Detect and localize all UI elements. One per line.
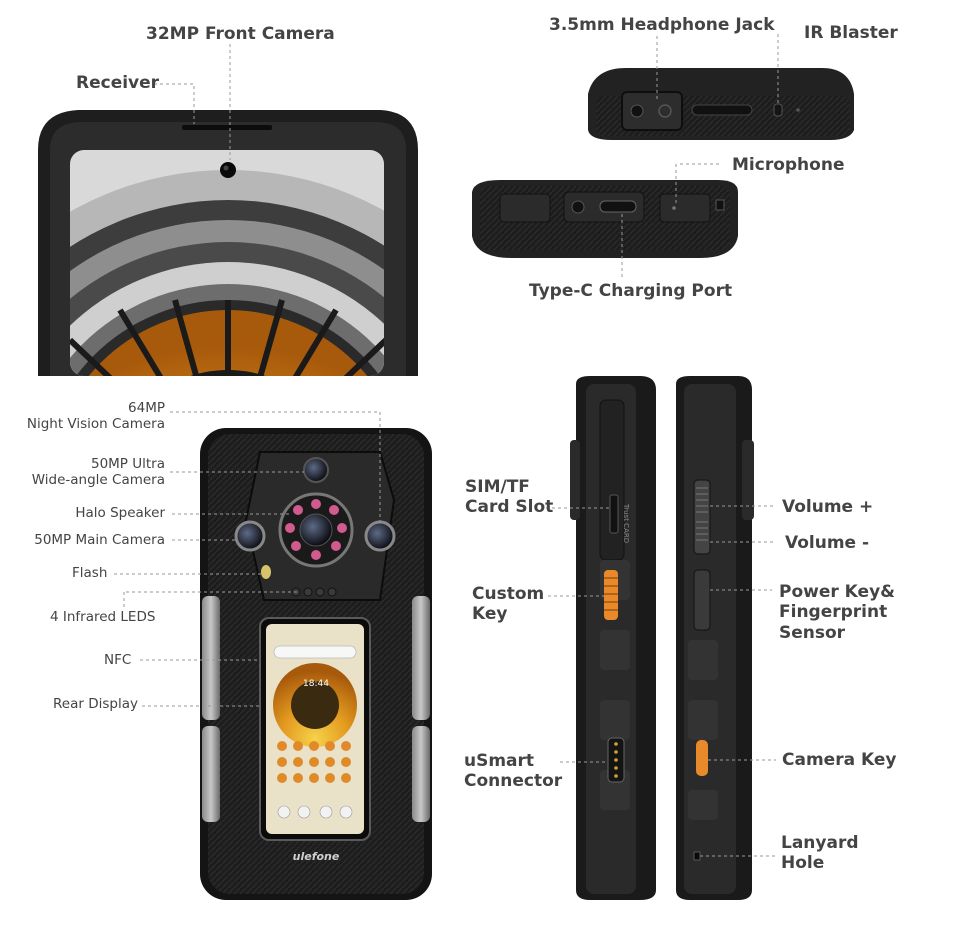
second-lens (364, 520, 396, 552)
label-usmart-connector: uSmart Connector (464, 751, 563, 792)
side-view-right (676, 376, 754, 900)
label-rear-display: Rear Display (53, 696, 138, 712)
label-flash: Flash (72, 565, 108, 581)
label-headphone-jack: 3.5mm Headphone Jack (549, 15, 775, 35)
sim-tray (609, 494, 619, 534)
label-front-camera: 32MP Front Camera (146, 24, 335, 44)
flash-led (261, 565, 271, 579)
rear-display-screen (266, 624, 364, 834)
top-edge-view (588, 68, 854, 140)
leader-lines (114, 34, 779, 857)
label-lanyard-hole: Lanyard Hole (781, 833, 859, 874)
infrared-leds (291, 587, 337, 597)
halo-speaker-center (299, 513, 333, 547)
night-vision-lens (303, 457, 329, 483)
side-view-left: Trust CARD (570, 376, 656, 900)
label-night-vision-camera: 64MP Night Vision Camera (26, 400, 165, 433)
label-halo-speaker: Halo Speaker (75, 505, 165, 521)
label-camera-key: Camera Key (782, 750, 897, 770)
label-volume-down: Volume - (785, 533, 870, 553)
receiver-grille (182, 125, 272, 130)
label-type-c: Type-C Charging Port (529, 281, 733, 301)
type-c-port (599, 200, 637, 213)
custom-key (604, 570, 618, 620)
label-sim-slot: SIM/TF Card Slot (465, 477, 554, 518)
bottom-edge-view (472, 180, 738, 258)
ultra-wide-lens (234, 520, 266, 552)
label-receiver: Receiver (76, 73, 160, 93)
microphone-hole (672, 206, 676, 210)
label-power-key: Power Key& Fingerprint Sensor (779, 582, 895, 643)
front-view (38, 110, 418, 376)
label-infrared-leds: 4 Infrared LEDS (50, 609, 156, 625)
front-screen (70, 150, 384, 376)
sim-tray-print: Trust CARD (622, 503, 630, 543)
power-key (693, 569, 711, 631)
volume-rocker (693, 479, 711, 555)
lanyard-hole (693, 851, 701, 861)
label-volume-up: Volume + (782, 497, 874, 517)
label-main-camera: 50MP Main Camera (34, 532, 165, 548)
ir-blaster-window (773, 103, 783, 117)
rear-display-clock: 18:44 (303, 679, 329, 689)
rear-view: 18:44 ulefone (200, 428, 432, 900)
label-nfc: NFC (104, 652, 132, 668)
label-microphone: Microphone (732, 155, 845, 175)
label-ir-blaster: IR Blaster (804, 23, 898, 43)
label-custom-key: Custom Key (472, 584, 545, 625)
headphone-jack-port (658, 104, 672, 118)
camera-key (696, 740, 708, 776)
front-camera-hole (220, 162, 236, 178)
brand-logo: ulefone (293, 850, 340, 863)
label-ultra-wide-camera: 50MP Ultra Wide-angle Camera (31, 456, 165, 489)
